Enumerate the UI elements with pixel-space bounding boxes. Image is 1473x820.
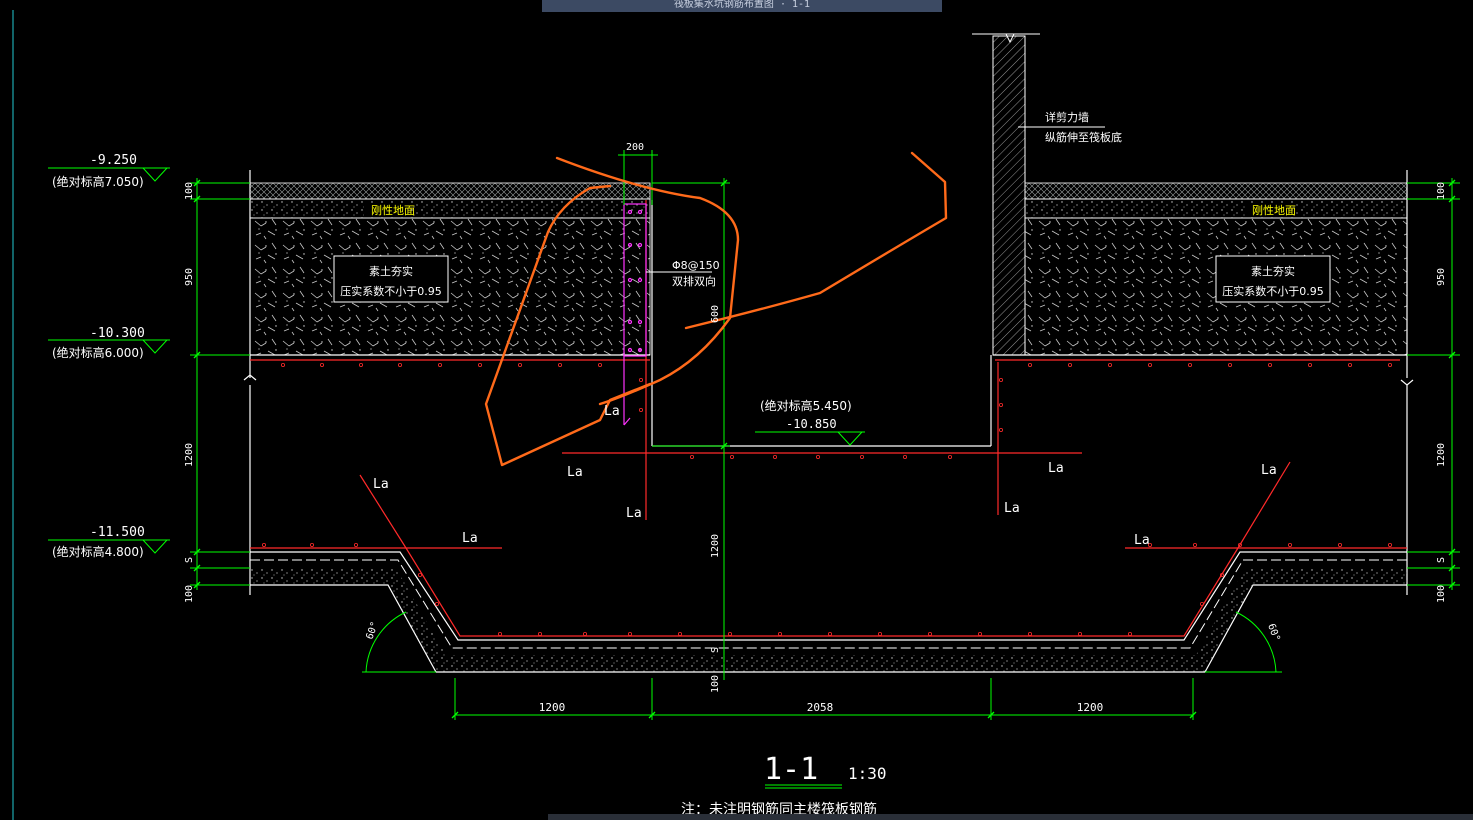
magenta-rebar-cage xyxy=(623,203,647,426)
pit-elev-abs: (绝对标高5.450) xyxy=(760,398,852,413)
window-title-bar[interactable]: 筏板集水坑钢筋布置图 · 1-1 xyxy=(542,0,942,12)
soil-label-right-line2: 压实系数不小于0.95 xyxy=(1222,284,1324,298)
rebar-lines xyxy=(250,200,1407,637)
rigid-floor-label-right: 刚性地面 xyxy=(1252,203,1296,217)
la-label-3: La xyxy=(626,506,642,521)
la-label-2: La xyxy=(567,465,583,480)
soil-label-right-line1: 素土夯实 xyxy=(1251,264,1295,278)
dim-right-s: S xyxy=(1436,557,1447,563)
soil-label-left-line1: 素土夯实 xyxy=(369,264,413,278)
elev-label-3: -11.500 xyxy=(90,525,145,540)
section-scale: 1:30 xyxy=(848,764,887,783)
la-label-7: La xyxy=(462,531,478,546)
elev-abs-1: (绝对标高7.050) xyxy=(52,174,144,189)
bottom-status-strip xyxy=(548,814,1473,820)
elev-abs-2: (绝对标高6.000) xyxy=(52,345,144,360)
dim-left-100-bottom: 100 xyxy=(184,585,195,603)
dim-right-950: 950 xyxy=(1436,268,1447,286)
elev-label-1: -9.250 xyxy=(90,153,137,168)
dim-center-100: 100 xyxy=(710,675,721,693)
la-label-9: La xyxy=(1134,533,1150,548)
dim-bottom-3: 1200 xyxy=(1077,701,1104,714)
dim-right-100-top: 100 xyxy=(1436,182,1447,200)
section-title: 1-1 xyxy=(764,752,818,787)
dim-left-100-top: 100 xyxy=(184,182,195,200)
dim-600: 600 xyxy=(710,305,721,323)
la-label-4: La xyxy=(1048,461,1064,476)
dim-center-s: S xyxy=(710,647,721,653)
wall-note-line1: 详剪力墙 xyxy=(1045,110,1089,124)
slab-dashed-line xyxy=(250,559,1407,649)
dim-left-950: 950 xyxy=(184,268,195,286)
dimension-lines xyxy=(48,150,1460,789)
rebar-spec-line2: 双排双向 xyxy=(672,274,716,288)
fill-layers-left xyxy=(249,182,651,356)
dim-center-1200: 1200 xyxy=(710,534,721,558)
dim-left-1200: 1200 xyxy=(184,443,195,467)
dim-200: 200 xyxy=(626,142,644,153)
dim-bottom-2: 2058 xyxy=(807,701,834,714)
rigid-floor-label-left: 刚性地面 xyxy=(371,203,415,217)
bottom-slab-hatch xyxy=(250,568,1407,672)
dim-right-1200: 1200 xyxy=(1436,443,1447,467)
rebar-spec-line1: Φ8@150 xyxy=(672,259,720,272)
soil-label-box-left xyxy=(333,255,449,303)
pit-elev-value: -10.850 xyxy=(786,417,837,431)
orange-annotation xyxy=(484,151,948,467)
angle-right: 60° xyxy=(1265,622,1282,643)
elev-label-2: -10.300 xyxy=(90,326,145,341)
la-label-5: La xyxy=(1004,501,1020,516)
elev-abs-3: (绝对标高4.800) xyxy=(52,544,144,559)
wall-note-line2: 纵筋伸至筏板底 xyxy=(1045,130,1122,144)
la-label-8: La xyxy=(1261,463,1277,478)
la-label-6: La xyxy=(373,477,389,492)
dim-bottom-1: 1200 xyxy=(539,701,566,714)
dim-right-100-bottom: 100 xyxy=(1436,585,1447,603)
rigid-floor-bg-left xyxy=(364,203,408,216)
la-label-1: La xyxy=(604,404,620,419)
rigid-floor-bg-right xyxy=(1246,203,1290,216)
angle-left: 60° xyxy=(364,620,381,641)
leader-lines xyxy=(646,126,1105,273)
soil-label-left-line2: 压实系数不小于0.95 xyxy=(340,284,442,298)
section-note: 注：未注明钢筋同主楼筏板钢筋 xyxy=(681,801,877,818)
soil-label-box-right xyxy=(1215,255,1331,303)
dim-left-s: S xyxy=(184,557,195,563)
dimension-ticks xyxy=(193,179,1456,719)
rebar-dots xyxy=(261,362,1393,637)
